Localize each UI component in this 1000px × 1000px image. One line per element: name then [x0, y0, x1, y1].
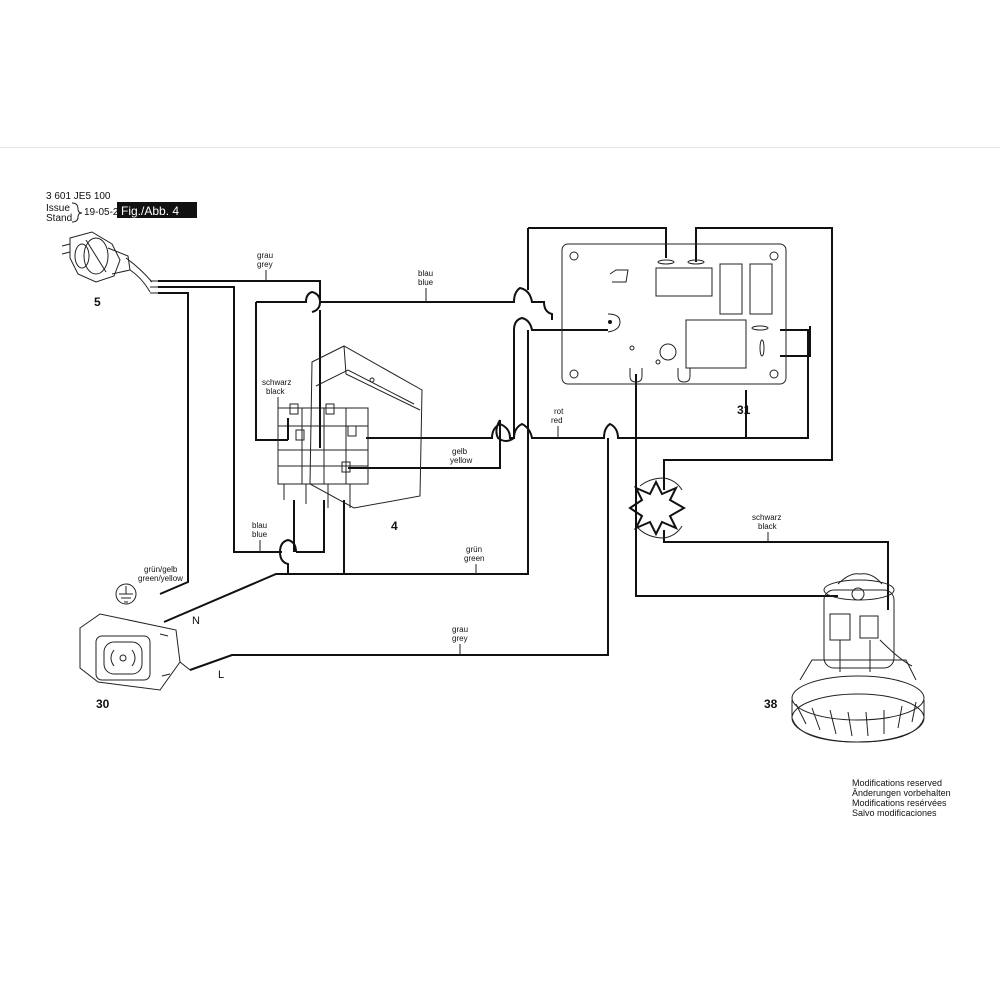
- label-green-de: grün: [466, 545, 482, 554]
- wire-black-motor: [663, 530, 889, 610]
- figure-badge: [117, 202, 197, 218]
- wire-motor-grey: [635, 446, 838, 597]
- wire-red: [368, 329, 809, 439]
- wire-blue-top: [320, 286, 553, 320]
- header-block: 3 601 JE5 100 Issue Stand 19-05-29 Fig./…: [46, 191, 197, 224]
- wire-black-switch: [255, 302, 288, 441]
- note-line-1: Modifications reserved: [852, 778, 942, 788]
- label-black-motor-en: black: [758, 522, 778, 531]
- note-line-4: Salvo modificaciones: [852, 808, 937, 818]
- label-live: L: [218, 669, 224, 681]
- pcb-31: [561, 243, 787, 385]
- label-red-de: rot: [554, 407, 564, 416]
- pcb-number: 31: [737, 403, 751, 417]
- wire-yellow: [348, 420, 501, 469]
- wire-neutral: [163, 573, 294, 623]
- part-number: 3 601 JE5 100: [46, 191, 111, 202]
- modification-notes: Modifications reserved Änderungen vorbeh…: [852, 778, 951, 818]
- label-yellow-en: yellow: [450, 456, 472, 465]
- note-line-2: Änderungen vorbehalten: [852, 788, 951, 798]
- label-black-switch-de: schwarz: [262, 378, 291, 387]
- issue-date: 19-05-29: [84, 207, 124, 218]
- wire-grey-top: [158, 280, 321, 300]
- wiring: [158, 227, 889, 671]
- wire-green: [278, 330, 529, 575]
- label-blue-bottom-en: blue: [252, 530, 268, 539]
- label-black-switch-en: black: [266, 387, 286, 396]
- wire-pcb-loop: [663, 227, 833, 490]
- issue-label: Issue: [46, 203, 70, 214]
- wire-labels: grau grey blau blue schwarz black gelb y…: [138, 251, 781, 681]
- label-grey-top-de: grau: [257, 251, 273, 260]
- label-blue-top-de: blau: [418, 269, 433, 278]
- mains-plug: [61, 231, 158, 294]
- figure-label: Fig./Abb. 4: [121, 204, 179, 218]
- label-green-en: green: [464, 554, 484, 563]
- label-greenyellow-en: green/yellow: [138, 574, 183, 583]
- wire-green-yellow: [158, 292, 189, 595]
- issue-brace: [71, 202, 83, 223]
- wire-blue-bottom: [158, 286, 282, 553]
- label-yellow-de: gelb: [452, 447, 468, 456]
- label-blue-bottom-de: blau: [252, 521, 267, 530]
- label-neutral: N: [192, 615, 200, 627]
- motor-38: [791, 573, 925, 743]
- switch-number: 4: [391, 519, 398, 533]
- label-red-en: red: [551, 416, 563, 425]
- top-divider: [0, 147, 1000, 148]
- label-grey-top-en: grey: [257, 260, 273, 269]
- label-blue-top-en: blue: [418, 278, 434, 287]
- socket-30: [79, 613, 191, 691]
- note-line-3: Modifications resérvées: [852, 798, 947, 808]
- ground-icon: [115, 583, 137, 605]
- label-grey-bottom-en: grey: [452, 634, 468, 643]
- label-greenyellow-de: grün/gelb: [144, 565, 178, 574]
- motor-number: 38: [764, 697, 778, 711]
- wire-live: [189, 438, 609, 671]
- plug-number: 5: [94, 295, 101, 309]
- label-black-motor-de: schwarz: [752, 513, 781, 522]
- label-grey-bottom-de: grau: [452, 625, 468, 634]
- socket-number: 30: [96, 697, 110, 711]
- stand-label: Stand: [46, 213, 72, 224]
- switch-4: [277, 345, 423, 509]
- filter-component: [628, 477, 687, 539]
